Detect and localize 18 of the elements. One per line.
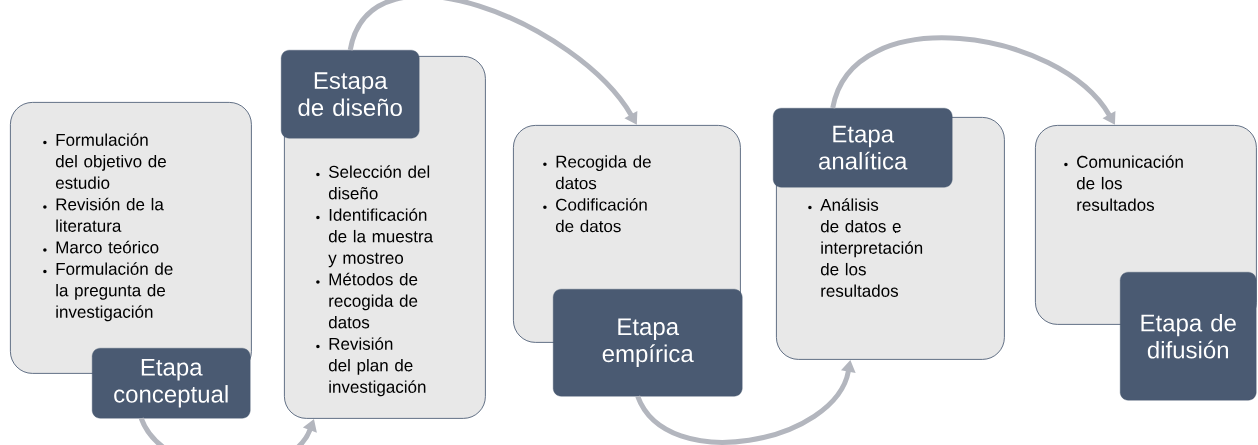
- list-item: Formulación del objetivo de estudio: [43, 133, 166, 189]
- list-item: Codificación de datos: [543, 198, 647, 233]
- list-item: Revisión de la literatura: [43, 197, 164, 232]
- stage-label: Estapa de diseño: [281, 50, 420, 139]
- list-item: Formulación de la pregunta de investigación: [43, 262, 173, 322]
- list-item: Comunicación de los resultados: [1064, 155, 1183, 211]
- stage-label: Etapa empírica: [553, 289, 743, 397]
- stage-label: Etapa analítica: [773, 108, 953, 188]
- list-item: Marco teórico: [43, 240, 159, 254]
- stage-label: Etapa conceptual: [92, 348, 251, 419]
- list-item: Revisión del plan de investigación: [316, 337, 426, 397]
- list-item: Análisis de datos e interpretación de los resultados: [808, 198, 923, 297]
- stage-label: Etapa de difusión: [1120, 272, 1257, 401]
- curved-arrow: [139, 417, 317, 445]
- list-item: Selección del diseño: [316, 165, 430, 200]
- list-item: Métodos de recogida de datos: [316, 272, 418, 329]
- list-item: Recogida de datos: [543, 155, 651, 190]
- list-item: Identificación de la muestra y mostreo: [316, 208, 434, 268]
